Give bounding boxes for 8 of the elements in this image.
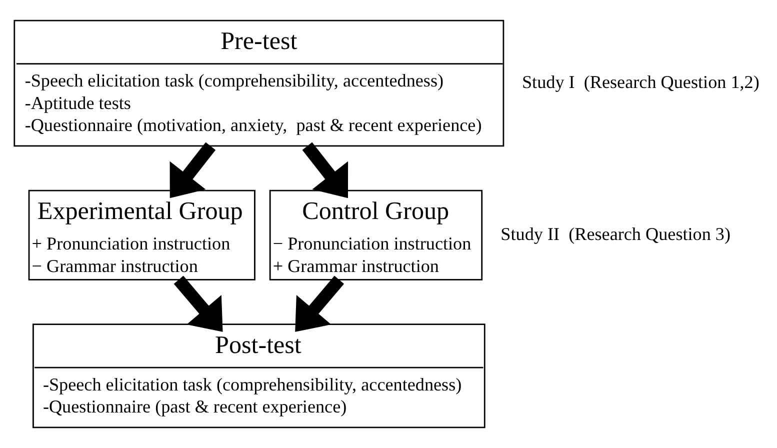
arrow (170, 142, 216, 198)
label: Study I (Research Question 1,2) (522, 72, 760, 92)
label: Study II (Research Question 3) (500, 224, 731, 244)
arrow (302, 142, 348, 198)
node-box: Control Group − Pronunciation instruction + Grammar instruction (269, 190, 483, 280)
arrow (295, 276, 344, 332)
node-box: Experimental Group + Pronunciation instruction − Grammar instruction (28, 190, 256, 280)
arrow (174, 276, 223, 332)
